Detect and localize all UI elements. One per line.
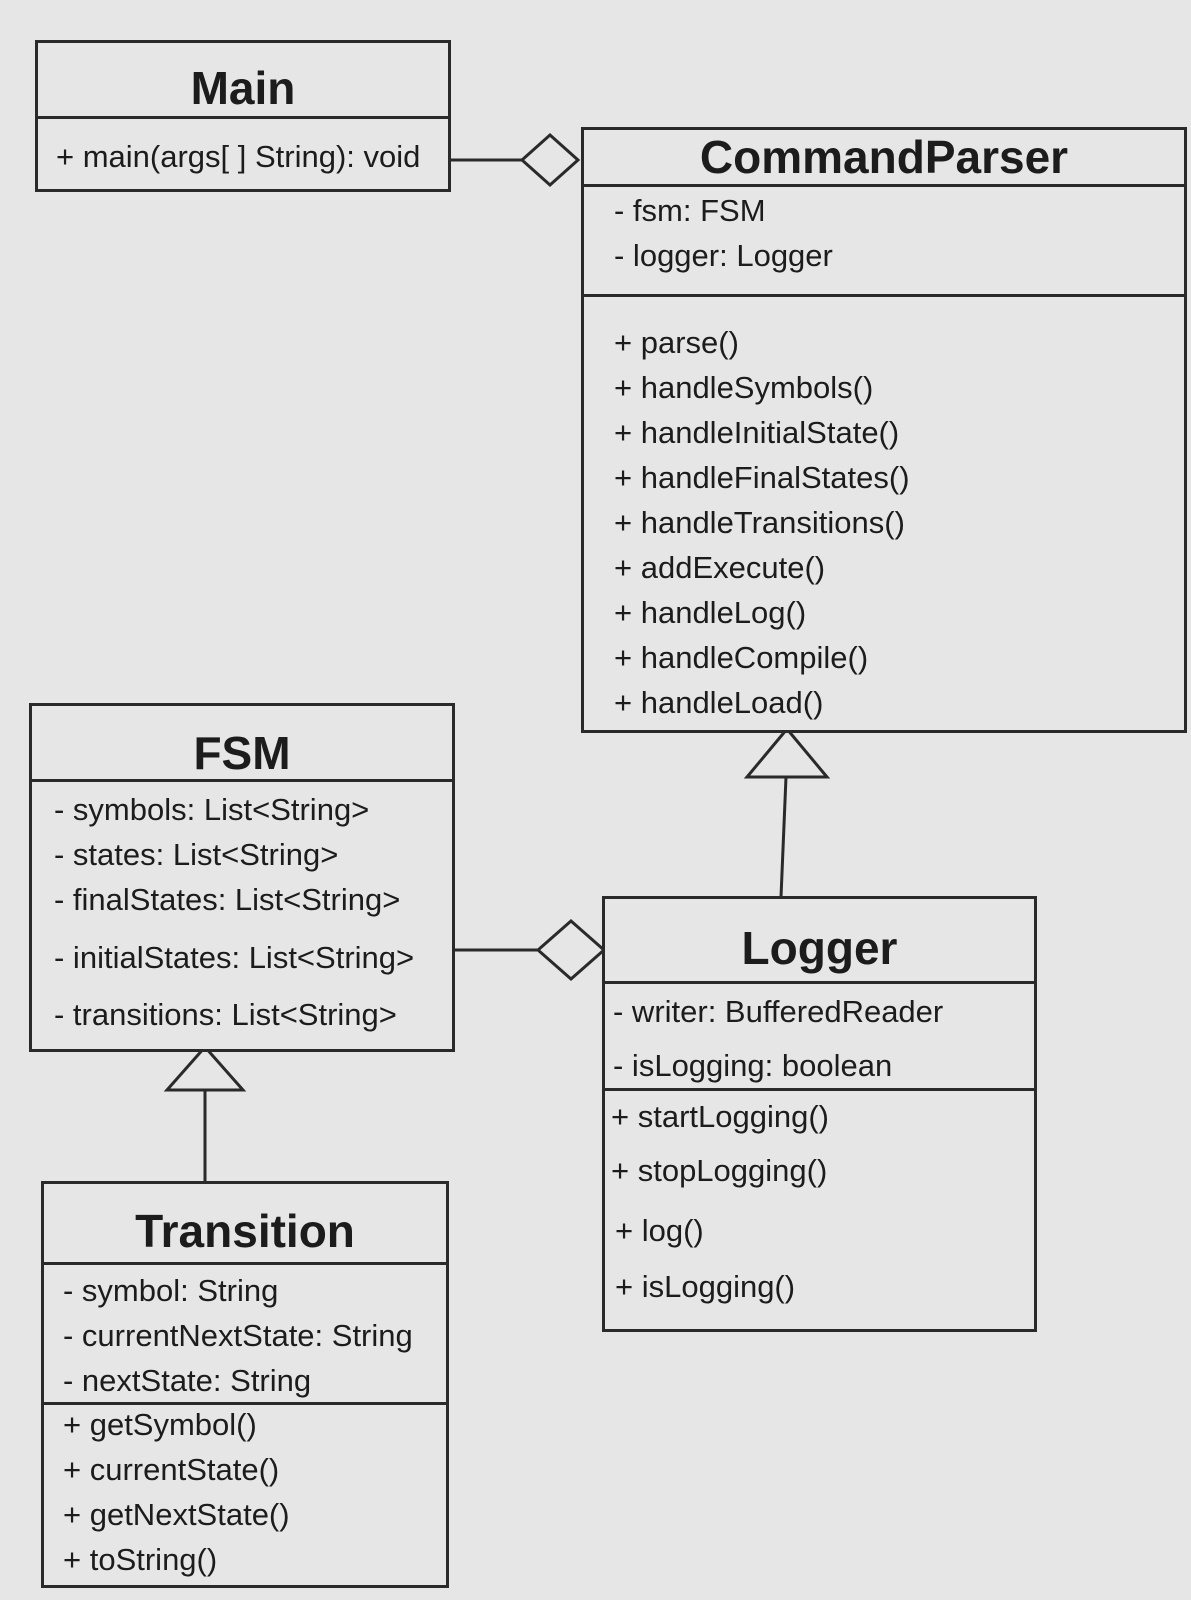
class-fsm-attributes: - symbols: List<String> - states: List<S… xyxy=(32,782,452,1044)
class-transition-attributes: - symbol: String - currentNextState: Str… xyxy=(44,1265,446,1405)
class-main-name: Main xyxy=(38,43,448,119)
attribute: - finalStates: List<String> xyxy=(54,882,401,917)
class-commandparser-methods: + parse() + handleSymbols() + handleInit… xyxy=(584,297,1184,732)
class-commandparser-name: CommandParser xyxy=(584,130,1184,187)
aggregation-diamond-icon xyxy=(519,132,581,188)
class-transition-methods: + getSymbol() + currentState() + getNext… xyxy=(44,1405,446,1589)
attribute: - writer: BufferedReader xyxy=(613,994,944,1029)
class-logger-methods: + startLogging() + stopLogging() + log()… xyxy=(605,1091,1034,1316)
logger-commandparser-line xyxy=(779,776,788,898)
method: + handleLog() xyxy=(614,595,807,630)
method: + currentState() xyxy=(63,1452,280,1487)
attribute: - symbols: List<String> xyxy=(54,792,370,827)
class-main: Main + main(args[ ] String): void xyxy=(35,40,451,192)
class-transition-name: Transition xyxy=(44,1184,446,1265)
method: + handleInitialState() xyxy=(614,415,900,450)
method: + isLogging() xyxy=(615,1269,796,1304)
class-logger-name: Logger xyxy=(605,899,1034,984)
class-main-methods: + main(args[ ] String): void xyxy=(38,119,448,172)
class-fsm-name: FSM xyxy=(32,706,452,782)
method: + log() xyxy=(615,1213,704,1248)
class-logger-attributes: - writer: BufferedReader - isLogging: bo… xyxy=(605,984,1034,1091)
method: + addExecute() xyxy=(614,550,826,585)
attribute: - logger: Logger xyxy=(614,238,833,273)
method: + toString() xyxy=(63,1542,218,1577)
method: + startLogging() xyxy=(611,1099,829,1134)
method: + handleFinalStates() xyxy=(614,460,910,495)
method: + handleCompile() xyxy=(614,640,869,675)
class-commandparser: CommandParser - fsm: FSM - logger: Logge… xyxy=(581,127,1187,733)
method: + getNextState() xyxy=(63,1497,290,1532)
method: + handleTransitions() xyxy=(614,505,905,540)
class-logger: Logger - writer: BufferedReader - isLogg… xyxy=(602,896,1037,1332)
class-fsm: FSM - symbols: List<String> - states: Li… xyxy=(29,703,455,1052)
method: + getSymbol() xyxy=(63,1407,257,1442)
class-transition: Transition - symbol: String - currentNex… xyxy=(41,1181,449,1588)
attribute: - transitions: List<String> xyxy=(54,997,397,1032)
aggregation-diamond-icon xyxy=(535,919,607,981)
generalization-arrow-icon xyxy=(163,1044,247,1092)
attribute: - isLogging: boolean xyxy=(613,1048,893,1083)
method: + handleSymbols() xyxy=(614,370,874,405)
attribute: - currentNextState: String xyxy=(63,1318,413,1353)
attribute: - nextState: String xyxy=(63,1363,312,1398)
attribute: - symbol: String xyxy=(63,1273,279,1308)
method: + handleLoad() xyxy=(614,685,824,720)
method: + main(args[ ] String): void xyxy=(56,139,421,174)
attribute: - fsm: FSM xyxy=(614,193,766,228)
method: + stopLogging() xyxy=(611,1153,828,1188)
method: + parse() xyxy=(614,325,739,360)
generalization-arrow-icon xyxy=(743,726,831,779)
class-commandparser-attributes: - fsm: FSM - logger: Logger xyxy=(584,187,1184,297)
attribute: - states: List<String> xyxy=(54,837,339,872)
attribute: - initialStates: List<String> xyxy=(54,940,415,975)
